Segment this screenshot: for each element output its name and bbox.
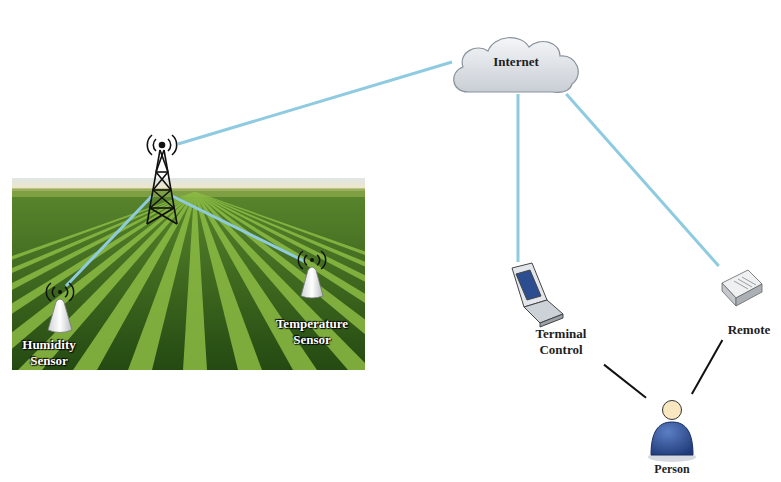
node-label: Humidity Sensor bbox=[6, 337, 92, 369]
person-icon bbox=[648, 401, 696, 463]
node-label: Remote bbox=[722, 322, 776, 338]
connector-line bbox=[517, 94, 520, 262]
connector-line bbox=[604, 365, 646, 398]
radio-links bbox=[66, 62, 452, 286]
node-label: Terminal Control bbox=[520, 326, 602, 358]
humidity-sensor-icon bbox=[46, 283, 73, 333]
sensor-node: Temperature Sensor bbox=[262, 250, 362, 348]
person-node: Person bbox=[646, 394, 698, 478]
cloud-node: Internet bbox=[448, 32, 584, 94]
radio-tower bbox=[147, 135, 177, 224]
node-label: Temperature Sensor bbox=[262, 316, 362, 348]
phone-icon bbox=[512, 263, 563, 327]
connector-line bbox=[692, 340, 723, 394]
field-photo bbox=[12, 178, 365, 370]
connector-line bbox=[566, 94, 718, 266]
node-label: Internet bbox=[448, 54, 584, 70]
remote-device-icon bbox=[722, 270, 762, 306]
terminal-node: Terminal Control bbox=[506, 262, 604, 366]
temperature-sensor-icon bbox=[298, 251, 325, 298]
remote-node: Remote bbox=[716, 266, 776, 340]
node-label: Person bbox=[646, 462, 698, 476]
sensor-node: Humidity Sensor bbox=[6, 285, 106, 370]
